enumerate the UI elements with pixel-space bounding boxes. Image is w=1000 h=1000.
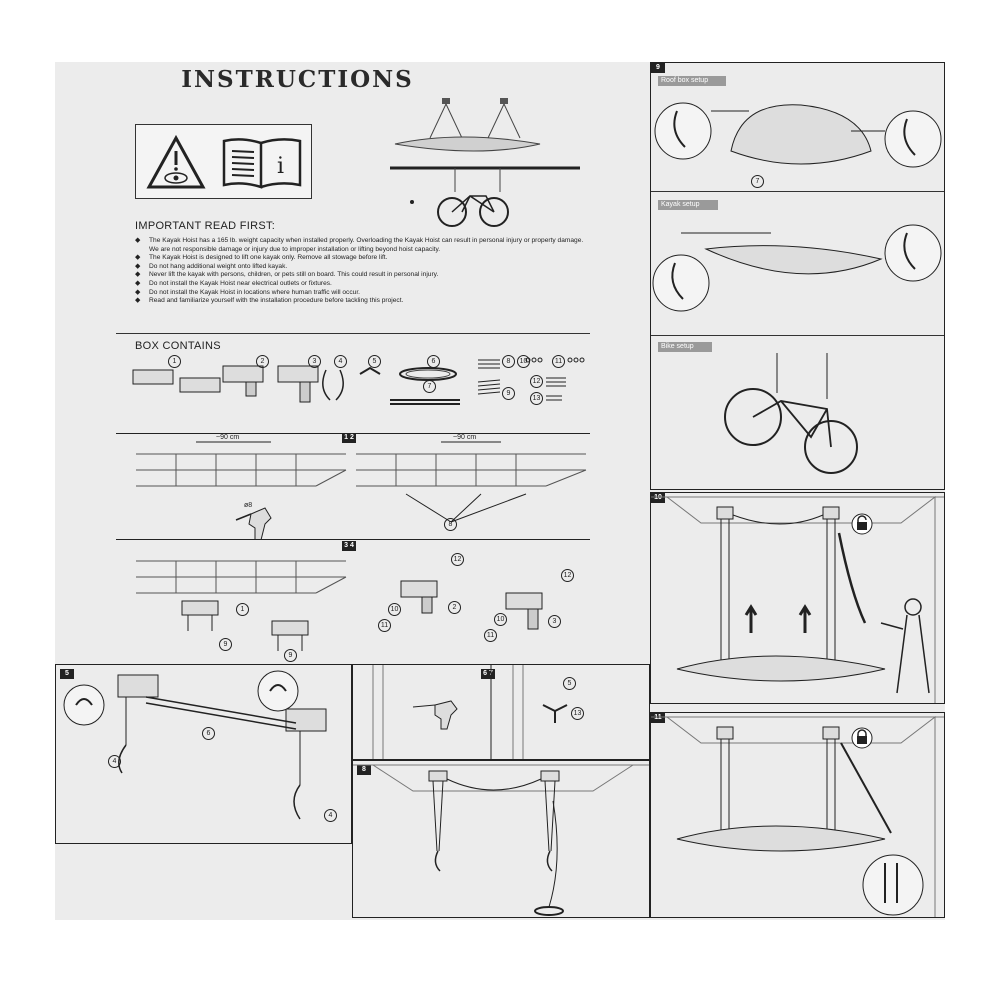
step-9-panel: 9 7	[650, 62, 945, 490]
part-number: 2	[256, 355, 269, 368]
callout-number: 11	[484, 629, 497, 642]
callout-number: 13	[571, 707, 584, 720]
step-label: 1 2	[342, 434, 356, 443]
callout-number: 8	[444, 518, 457, 531]
part-number: 11	[552, 355, 565, 368]
drill-mount-illustration	[353, 665, 650, 760]
warning-item: The Kayak Hoist is designed to lift one …	[135, 254, 590, 263]
bike-setup-illustration	[651, 353, 945, 489]
part-number: 5	[368, 355, 381, 368]
warning-list: The Kayak Hoist has a 165 lb. weight cap…	[135, 237, 590, 306]
roof-box-setup-banner: Roof box setup	[658, 76, 727, 86]
drill-size-label: ø8	[244, 502, 253, 509]
callout-number: 4	[324, 809, 337, 822]
hoist-locked-illustration	[651, 713, 945, 918]
warning-item: Read and familiarize yourself with the i…	[135, 297, 590, 306]
kayak-setup-banner: Kayak setup	[658, 200, 718, 210]
step-8-panel: 8	[352, 760, 650, 918]
part-number: 12	[530, 375, 543, 388]
header-kayak-bike-illustration	[390, 98, 590, 230]
part-number: 6	[427, 355, 440, 368]
callout-number: 10	[494, 613, 507, 626]
callout-number: 2	[448, 601, 461, 614]
warning-item: The Kayak Hoist has a 165 lb. weight cap…	[135, 237, 590, 254]
step-11-panel: 11	[650, 712, 945, 918]
divider	[116, 333, 590, 334]
callout-number: 11	[378, 619, 391, 632]
warning-item: Do not hang additional weight onto lifte…	[135, 263, 590, 272]
hoist-lifting-illustration	[651, 493, 945, 704]
part-number: 1	[168, 355, 181, 368]
warning-box: i	[135, 124, 312, 199]
hoist-installed-illustration	[353, 761, 650, 918]
callout-number: 7	[751, 175, 764, 188]
measure-label: ~90 cm	[216, 434, 240, 441]
warning-item: Do not install the Kayak Hoist near elec…	[135, 280, 590, 289]
part-number: 4	[334, 355, 347, 368]
divider	[651, 335, 944, 336]
part-number: 13	[530, 392, 543, 405]
page-title: INSTRUCTIONS	[181, 66, 414, 93]
part-number: 3	[308, 355, 321, 368]
warning-eye-icon	[146, 135, 206, 190]
warning-item: Never lift the kayak with persons, child…	[135, 271, 590, 280]
part-number: 8	[502, 355, 515, 368]
callout-number: 3	[548, 615, 561, 628]
callout-number: 12	[561, 569, 574, 582]
lock-closed-icon	[851, 727, 873, 749]
important-heading: IMPORTANT READ FIRST:	[135, 220, 276, 232]
step-3-4-panel: 3 4 1 9 9 12 2 10 11 12 3 10 11	[116, 541, 590, 665]
step-label: 3 4	[342, 541, 356, 551]
svg-text:i: i	[277, 154, 284, 179]
callout-number: 6	[202, 727, 215, 740]
bracket-mount-illustration	[116, 541, 590, 665]
part-number: 7	[423, 380, 436, 393]
step-6-7-panel: 6 7 5 13	[352, 664, 650, 760]
rope-threading-illustration	[56, 665, 352, 844]
manual-info-icon: i	[220, 135, 304, 190]
callout-number: 12	[451, 553, 464, 566]
step-label: 6 7	[481, 669, 495, 679]
measure-label: ~90 cm	[453, 434, 477, 441]
callout-number: 10	[388, 603, 401, 616]
part-number: 10	[517, 355, 530, 368]
kayak-setup-illustration	[651, 213, 945, 331]
ceiling-joists-drill-illustration	[116, 434, 590, 539]
callout-number: 9	[219, 638, 232, 651]
divider	[651, 191, 944, 192]
callout-number: 5	[563, 677, 576, 690]
callout-number: 1	[236, 603, 249, 616]
callout-number: 9	[284, 649, 297, 662]
roof-box-setup-illustration	[651, 81, 945, 193]
step-1-2-panel: 1 2 ~90 cm ~90 cm ø8 8	[116, 433, 590, 540]
box-contains-heading: BOX CONTAINS	[135, 340, 221, 352]
step-5-panel: 5 6 4 4	[55, 664, 352, 844]
bike-setup-banner: Bike setup	[658, 342, 712, 352]
step-10-panel: 10	[650, 492, 945, 704]
box-contents-illustration	[128, 352, 590, 414]
step-label: 8	[357, 765, 371, 775]
part-number: 9	[502, 387, 515, 400]
lock-open-icon	[851, 513, 873, 535]
step-label: 5	[60, 669, 74, 679]
callout-number: 4	[108, 755, 121, 768]
warning-item: Do not install the Kayak Hoist in locati…	[135, 289, 590, 298]
step-label: 9	[651, 63, 665, 73]
